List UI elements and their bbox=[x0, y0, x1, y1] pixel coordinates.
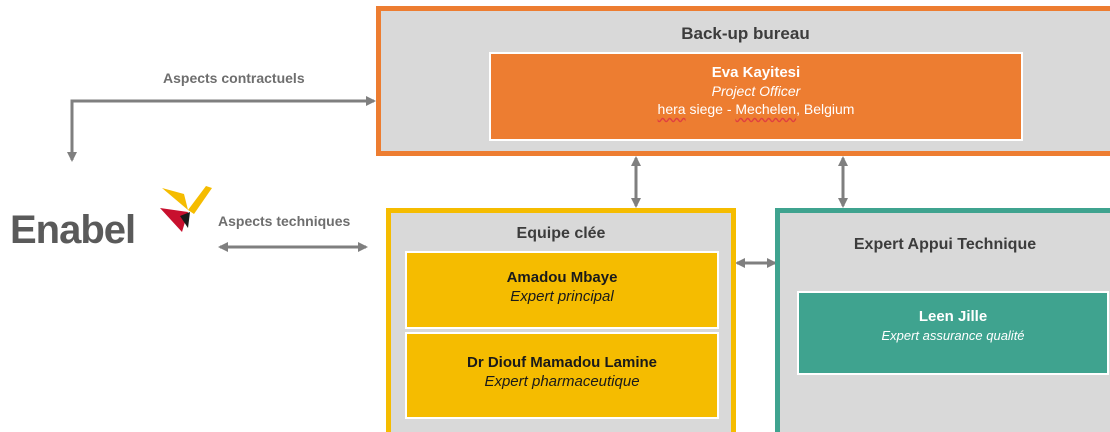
member-name: Dr Diouf Mamadou Lamine bbox=[466, 354, 657, 371]
team-title: Equipe clée bbox=[516, 225, 606, 242]
eva-name: Eva Kayitesi bbox=[711, 64, 801, 81]
eva-org-part: Mechelen bbox=[735, 101, 797, 117]
support-title: Expert Appui Technique bbox=[853, 236, 1037, 253]
backup-title: Back-up bureau bbox=[681, 24, 810, 43]
support-member-role: Expert assurance qualité bbox=[881, 328, 1025, 343]
eva-org-part: siege - bbox=[685, 101, 736, 117]
contract-arrow bbox=[67, 96, 376, 162]
backup-bureau-box: Back-up bureau Eva Kayitesi Project Offi… bbox=[376, 6, 1110, 156]
support-member-name: Leen Jille bbox=[918, 308, 988, 325]
member-name: Amadou Mbaye bbox=[506, 269, 618, 286]
logo-bird-icon bbox=[160, 186, 212, 232]
technical-label: Aspects techniques bbox=[218, 213, 351, 229]
eva-card: Eva Kayitesi Project Officer hera siege … bbox=[489, 52, 1023, 141]
team-member-card: Dr Diouf Mamadou Lamine Expert pharmaceu… bbox=[405, 332, 719, 419]
logo-text: Enabel bbox=[10, 208, 136, 252]
eva-org-part: , Belgium bbox=[796, 101, 855, 117]
enabel-logo: Enabel bbox=[10, 178, 212, 258]
team-box: Equipe clée Amadou Mbaye Expert principa… bbox=[386, 208, 736, 432]
contract-label: Aspects contractuels bbox=[163, 70, 305, 86]
eva-org-part: hera bbox=[657, 101, 686, 117]
eva-role: Project Officer bbox=[711, 83, 801, 99]
member-role: Expert pharmaceutique bbox=[484, 373, 640, 390]
team-member-card: Amadou Mbaye Expert principal bbox=[405, 251, 719, 329]
eva-org: hera siege - Mechelen, Belgium bbox=[491, 101, 1021, 117]
member-role: Expert principal bbox=[510, 288, 614, 305]
support-box: Expert Appui Technique Leen Jille Expert… bbox=[775, 208, 1110, 432]
support-member-card: Leen Jille Expert assurance qualité bbox=[797, 291, 1109, 375]
